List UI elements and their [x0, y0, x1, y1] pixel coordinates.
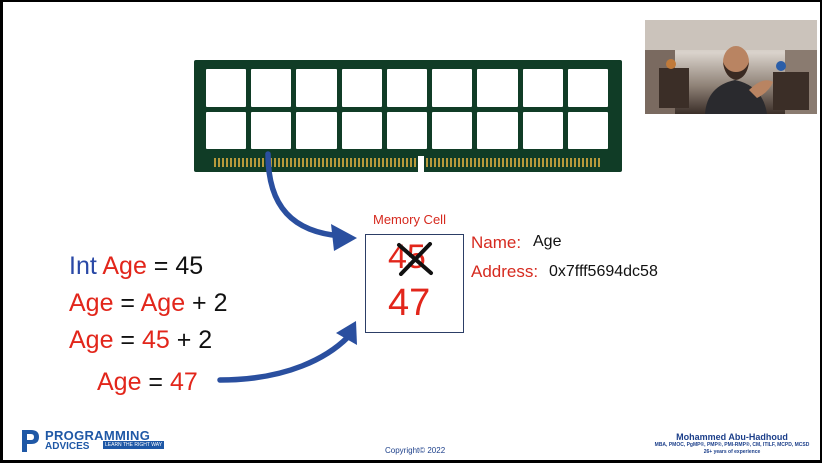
- code-line-substituted: Age = 45 + 2: [69, 326, 212, 355]
- ram-cell: [206, 111, 247, 149]
- ram-cell: [296, 111, 337, 149]
- ram-cell: [522, 69, 563, 107]
- number-literal: 47: [169, 368, 198, 396]
- ram-cell: [206, 69, 247, 107]
- author-block: Mohammed Abu-Hadhoud MBA, PMOC, PgMP®, P…: [647, 432, 817, 456]
- ram-cell: [386, 69, 428, 107]
- address-value: 0x7fff5694dc58: [549, 263, 658, 280]
- ram-cell: [477, 69, 518, 107]
- ram-cell: [341, 69, 382, 107]
- copyright-text: Copyright© 2022: [385, 446, 446, 455]
- slide: Memory Cell 45 47 Name: Age Address: 0x7…: [3, 2, 820, 460]
- assignment-to-cell-arrow: [217, 334, 351, 383]
- presenter-image: [645, 20, 817, 114]
- logo-tagline: LEARN THE RIGHT WAY: [103, 441, 165, 449]
- ram-cell: [251, 69, 292, 107]
- assign-operator: =: [113, 289, 141, 317]
- code-line-increment-expression: Age = Age + 2: [69, 289, 228, 318]
- ram-cell: [432, 111, 473, 149]
- memory-cell-label: Memory Cell: [373, 212, 446, 227]
- variable-name: Age: [69, 289, 114, 317]
- logo-text-programming: PROGRAMMING: [45, 428, 151, 443]
- code-rest: + 2: [169, 326, 213, 354]
- code-line-declaration: Int Age = 45: [69, 252, 203, 281]
- author-credentials: MBA, PMOC, PgMP®, PMP®, PMI-RMP®, CM, IT…: [654, 442, 810, 448]
- ram-gold-pins: [214, 158, 602, 167]
- ram-module-image: [194, 60, 622, 172]
- code-line-result: Age = 47: [97, 368, 198, 397]
- ram-cell: [567, 69, 608, 107]
- ram-chip-grid: [206, 69, 608, 149]
- assign-operator: =: [113, 326, 142, 354]
- address-label: Address:: [471, 262, 539, 281]
- cross-out-mark-icon: [397, 242, 433, 276]
- memory-cell-box: [365, 234, 464, 333]
- code-rest: + 2: [185, 289, 228, 317]
- type-keyword: Int: [69, 252, 97, 280]
- ram-cell: [341, 111, 382, 149]
- logo-text-advices: ADVICES: [45, 441, 90, 452]
- author-name: Mohammed Abu-Hadhoud: [676, 432, 788, 442]
- ram-cell: [432, 69, 473, 107]
- name-value: Age: [533, 233, 562, 250]
- variable-name: Age: [69, 326, 114, 354]
- programming-advices-logo: PROGRAMMING ADVICES LEARN THE RIGHT WAY: [19, 428, 165, 459]
- ram-to-cell-arrow: [265, 151, 344, 239]
- ram-cell: [522, 111, 563, 149]
- memory-new-value: 47: [388, 282, 431, 324]
- ram-cell: [296, 69, 337, 107]
- name-label: Name:: [471, 233, 522, 252]
- number-literal: 45: [141, 326, 170, 354]
- code-rest: = 45: [146, 252, 204, 280]
- ram-cell: [386, 111, 428, 149]
- ram-cell: [567, 111, 608, 149]
- ram-cell: [251, 111, 292, 149]
- arrows-layer: [217, 151, 357, 383]
- ram-cell: [477, 111, 518, 149]
- assign-operator: =: [141, 368, 170, 396]
- ram-to-cell-arrowhead: [331, 224, 357, 251]
- variable-name: Age: [102, 252, 147, 280]
- presenter-webcam: [645, 20, 817, 114]
- logo-p-icon: [22, 430, 39, 452]
- variable-name: Age: [140, 289, 186, 317]
- variable-name: Age: [97, 368, 142, 396]
- assignment-to-cell-arrowhead: [336, 321, 357, 345]
- author-experience: 26+ years of experience: [703, 449, 761, 455]
- ram-notch: [418, 156, 424, 172]
